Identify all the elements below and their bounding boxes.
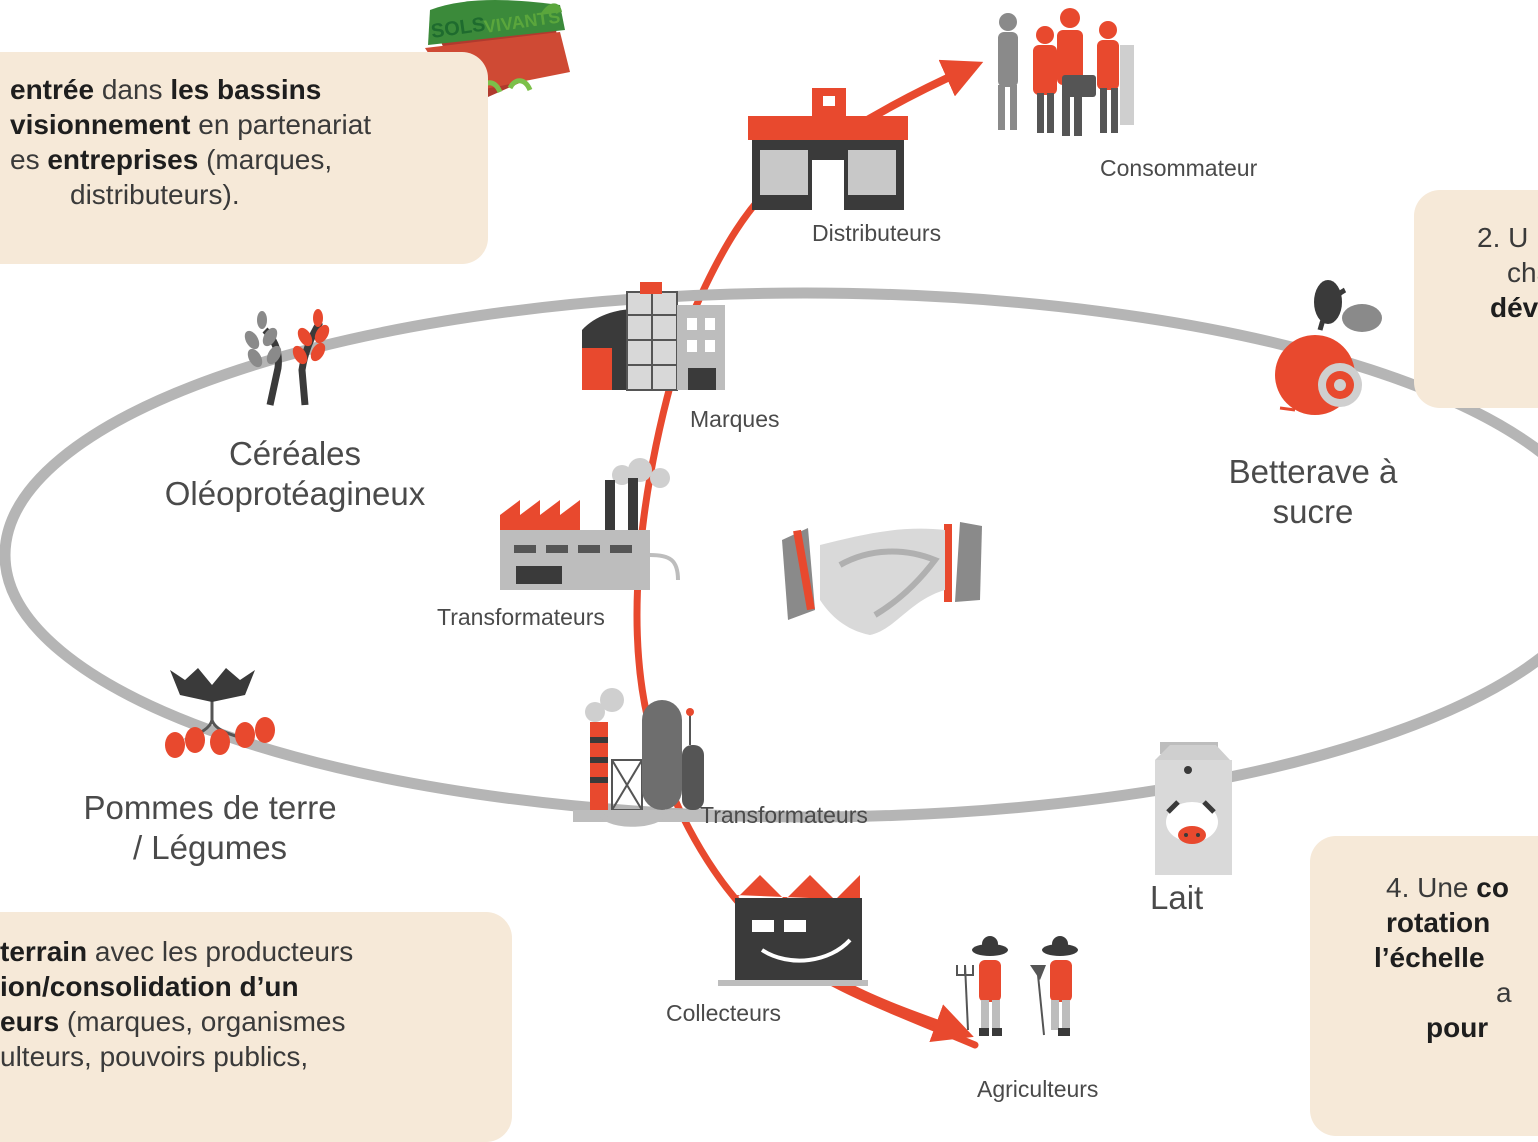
label-cereales-line-1: Céréales — [228, 435, 362, 472]
text-segment: ulteurs, pouvoirs publics, — [0, 1041, 309, 1072]
label-consommateur: Consommateur — [1100, 155, 1258, 181]
label-cereales: Céréales Oléoprotéagineux — [135, 434, 455, 514]
text-segment: avec les producteurs — [87, 936, 354, 967]
text-segment: 4. Une — [1386, 872, 1477, 903]
lait-icon — [1155, 742, 1232, 875]
box-3-terrain: terrain avec les producteurs ion/consoli… — [0, 912, 512, 1142]
text-segment: visionnement — [10, 109, 191, 140]
label-lait: Lait — [1150, 879, 1204, 916]
box-2-line: cha — [1477, 255, 1538, 290]
text-segment: entreprises — [47, 144, 199, 175]
label-transformateurs-2: Transformateurs — [700, 802, 868, 828]
box-1-entree-bassins: entrée dans les bassins visionnement en … — [0, 52, 488, 264]
box-3-line: terrain avec les producteurs — [0, 934, 512, 969]
box-4-line: a — [1386, 975, 1538, 1010]
text-segment: rotation — [1386, 907, 1491, 938]
box-1-line: entrée dans les bassins — [10, 72, 488, 107]
agriculteurs-icon — [956, 936, 1078, 1036]
marques-icon — [582, 282, 725, 391]
text-segment: distributeurs). — [70, 179, 240, 210]
box-3-line: ion/consolidation d’un — [0, 969, 512, 1004]
box-4: 4. Une co rotation l’échelle a pour — [1310, 836, 1538, 1136]
text-segment: les bassins — [170, 74, 322, 105]
label-transformateurs-1: Transformateurs — [437, 604, 605, 630]
text-segment: 2. U — [1477, 222, 1529, 253]
label-pommes-line-2: / Légumes — [132, 829, 288, 866]
text-segment: l’échelle — [1374, 942, 1485, 973]
pommes-de-terre-icon — [165, 668, 275, 758]
transformateurs-factory-icon — [500, 458, 680, 590]
transformateurs-refinery-icon — [573, 688, 723, 827]
box-1-line: distributeurs). — [10, 177, 488, 212]
box-2-line: 2. U — [1477, 220, 1538, 255]
text-segment: déve — [1490, 292, 1538, 323]
text-segment: co — [1476, 872, 1509, 903]
box-4-line: l’échelle — [1374, 940, 1538, 975]
label-distributeurs: Distributeurs — [812, 220, 942, 246]
box-4-line: rotation — [1386, 905, 1538, 940]
label-agriculteurs: Agriculteurs — [977, 1076, 1099, 1102]
text-segment: cha — [1507, 257, 1538, 288]
text-segment: ion/consolidation d’un — [0, 971, 299, 1002]
box-3-line: ulteurs, pouvoirs publics, — [0, 1039, 512, 1074]
text-segment: eurs — [0, 1006, 60, 1037]
box-4-line: 4. Une co — [1386, 870, 1538, 905]
text-segment: a — [1496, 977, 1512, 1008]
text-segment: (marques, organismes — [59, 1006, 346, 1037]
box-1-line: visionnement en partenariat — [10, 107, 488, 142]
label-betterave-line-1: Betterave à — [1228, 453, 1398, 490]
text-segment: en partenariat — [190, 109, 372, 140]
text-segment: (marques, — [198, 144, 333, 175]
box-1-line: es entreprises (marques, — [10, 142, 488, 177]
label-marques: Marques — [690, 406, 780, 432]
betterave-icon — [1275, 280, 1382, 415]
box-3-line: eurs (marques, organismes — [0, 1004, 512, 1039]
consommateur-icon — [998, 8, 1134, 136]
box-4-line: pour — [1386, 1010, 1538, 1045]
cereales-icon — [244, 309, 330, 406]
label-collecteurs: Collecteurs — [666, 1000, 782, 1026]
distributeurs-icon — [748, 88, 908, 210]
collecteurs-icon — [718, 875, 868, 986]
text-segment: entrée — [10, 74, 95, 105]
label-betterave-line-2: sucre — [1272, 493, 1354, 530]
text-segment: terrain — [0, 936, 88, 967]
label-pommes-de-terre: Pommes de terre / Légumes — [52, 788, 368, 868]
label-pommes-line-1: Pommes de terre — [83, 789, 337, 826]
text-segment: dans — [94, 74, 171, 105]
text-segment: pour — [1426, 1012, 1489, 1043]
label-cereales-line-2: Oléoprotéagineux — [164, 475, 426, 512]
label-betterave: Betterave à sucre — [1190, 452, 1436, 532]
text-segment: es — [10, 144, 48, 175]
box-2-line: déve — [1477, 290, 1538, 325]
production-basin-ring — [0, 287, 1538, 823]
box-2: 2. U cha déve — [1414, 190, 1538, 408]
handshake-icon — [782, 522, 982, 635]
